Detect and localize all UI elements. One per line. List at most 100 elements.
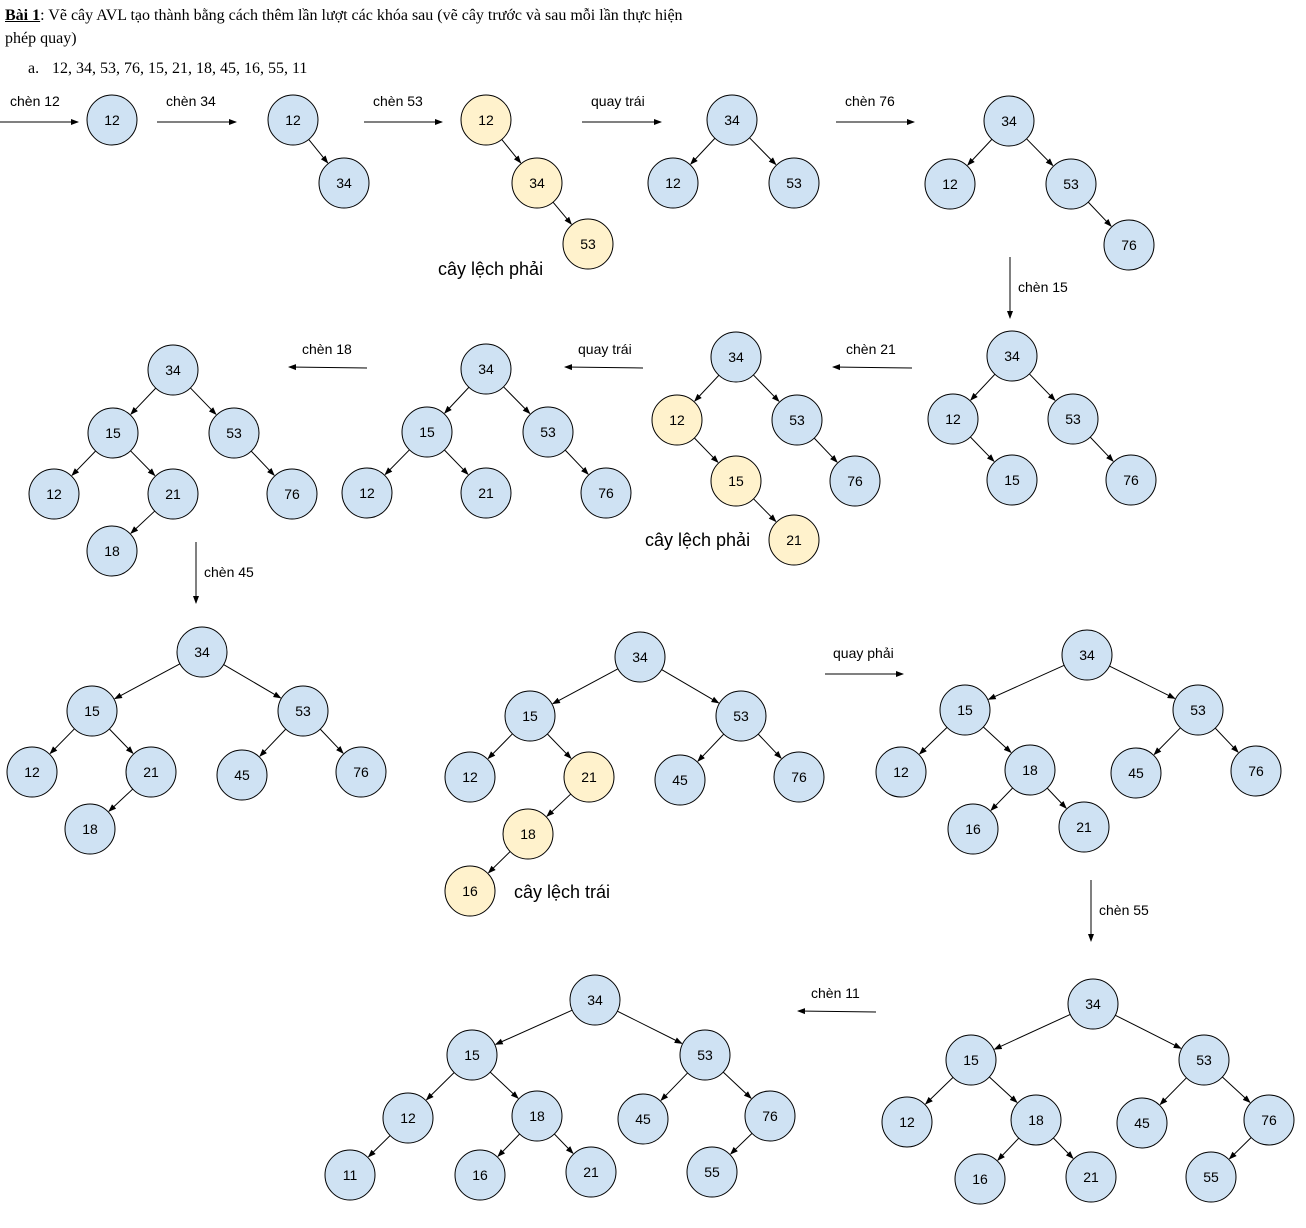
step-label-insert-11: chèn 11 — [811, 985, 860, 1001]
tree-edge — [553, 1133, 574, 1155]
node-circle — [1105, 454, 1157, 506]
node-circle — [266, 468, 318, 520]
node-circle — [335, 746, 387, 798]
node-key: 34 — [165, 362, 181, 378]
tree-node-15: 15 — [945, 1034, 997, 1086]
tree-node-53: 53 — [277, 685, 329, 737]
tree-edge — [924, 1077, 954, 1105]
node-key: 18 — [104, 543, 120, 559]
tree-node-11: 11 — [324, 1149, 376, 1201]
node-circle — [569, 974, 621, 1026]
tree-after-insert-12: 12 — [86, 94, 138, 146]
caption-right-heavy-2: cây lệch phải — [645, 530, 750, 550]
step-label-insert-45: chèn 45 — [204, 564, 254, 580]
tree-node-53: 53 — [1178, 1034, 1230, 1086]
node-key: 12 — [462, 769, 478, 785]
node-circle — [176, 626, 228, 678]
node-circle — [647, 157, 699, 209]
node-circle — [768, 514, 820, 566]
step-arrow-insert-21: chèn 21 — [832, 341, 913, 371]
node-key: 76 — [762, 1108, 778, 1124]
node-key: 45 — [635, 1111, 651, 1127]
tree-node-34: 34 — [176, 626, 228, 678]
node-key: 15 — [522, 708, 538, 724]
node-key: 21 — [1083, 1169, 1099, 1185]
node-circle — [444, 865, 496, 917]
node-circle — [1067, 978, 1119, 1030]
node-key: 15 — [84, 703, 100, 719]
node-circle — [617, 1093, 669, 1145]
tree-node-18: 18 — [1004, 744, 1056, 796]
node-key: 55 — [704, 1164, 720, 1180]
node-circle — [1047, 393, 1099, 445]
node-key: 76 — [1123, 472, 1139, 488]
node-key: 12 — [24, 764, 40, 780]
node-key: 76 — [1248, 763, 1264, 779]
tree-edge — [552, 668, 619, 705]
tree-edge — [1087, 201, 1112, 227]
node-key: 53 — [1196, 1052, 1212, 1068]
node-key: 45 — [234, 767, 250, 783]
step-label-insert-15: chèn 15 — [1018, 279, 1068, 295]
tree-node-76: 76 — [1103, 219, 1155, 271]
step-arrow-right-rotation: quay phải — [825, 645, 904, 677]
tree-edge — [749, 137, 777, 166]
tree-node-12: 12 — [460, 94, 512, 146]
node-circle — [66, 685, 118, 737]
node-circle — [562, 218, 614, 270]
caption-left-heavy: cây lệch trái — [514, 882, 610, 902]
tree-node-34: 34 — [710, 331, 762, 383]
node-key: 53 — [1063, 176, 1079, 192]
node-circle — [875, 746, 927, 798]
tree-edge — [1089, 436, 1114, 462]
tree-node-15: 15 — [939, 684, 991, 736]
tree-node-34: 34 — [983, 95, 1035, 147]
node-circle — [64, 803, 116, 855]
tree-node-18: 18 — [1010, 1094, 1062, 1146]
node-key: 21 — [478, 485, 494, 501]
node-key: 15 — [1004, 472, 1020, 488]
node-key: 15 — [957, 702, 973, 718]
node-key: 12 — [669, 412, 685, 428]
node-circle — [706, 94, 758, 146]
tree-edge — [813, 437, 838, 463]
exercise-number: Bài 1 — [5, 7, 41, 24]
node-circle — [1116, 1097, 1168, 1149]
node-key: 34 — [529, 175, 545, 191]
node-circle — [947, 803, 999, 855]
tree-node-15: 15 — [87, 407, 139, 459]
tree-edge — [259, 728, 287, 757]
step-label-insert-53: chèn 53 — [373, 93, 423, 109]
tree-edge — [757, 733, 782, 759]
node-circle — [504, 690, 556, 742]
tree-node-76: 76 — [580, 467, 632, 519]
node-key: 21 — [143, 764, 159, 780]
tree-edge — [308, 139, 329, 164]
tree-node-15: 15 — [504, 690, 556, 742]
part-a-line: a.12, 34, 53, 76, 15, 21, 18, 45, 16, 55… — [28, 60, 307, 78]
tree-node-76: 76 — [1105, 454, 1157, 506]
tree-edge — [753, 374, 780, 403]
tree-edge — [1046, 787, 1067, 809]
node-key: 12 — [285, 112, 301, 128]
node-circle — [1058, 801, 1110, 853]
node-key: 12 — [899, 1114, 915, 1130]
node-circle — [771, 394, 823, 446]
node-circle — [1110, 747, 1162, 799]
node-circle — [679, 1029, 731, 1081]
tree-edge — [319, 728, 344, 754]
node-key: 76 — [791, 769, 807, 785]
tree-edge — [501, 139, 522, 164]
tree-node-18: 18 — [86, 525, 138, 577]
node-circle — [686, 1146, 738, 1198]
node-circle — [341, 467, 393, 519]
tree-node-12: 12 — [341, 467, 393, 519]
node-key: 16 — [972, 1171, 988, 1187]
node-key: 34 — [336, 175, 352, 191]
node-circle — [147, 468, 199, 520]
tree-after-insert-34: 12 34 — [267, 94, 370, 209]
node-key: 21 — [786, 532, 802, 548]
